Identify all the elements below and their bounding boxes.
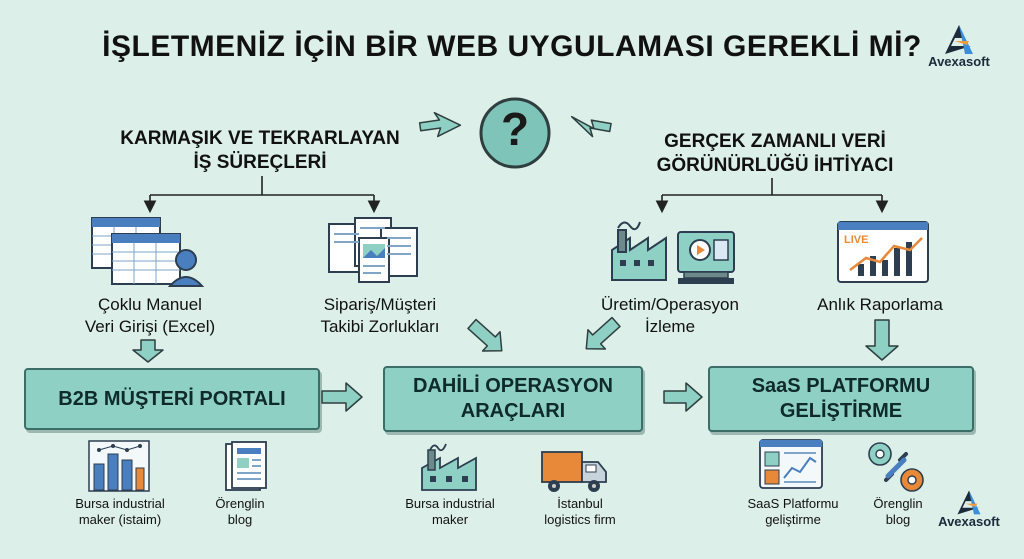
factory-icon	[421, 443, 477, 491]
arrow-right-icon	[663, 382, 703, 412]
saas-dashboard-icon	[759, 439, 823, 489]
solution-box-b2b-portal: B2B MÜŞTERİ PORTALI	[24, 368, 320, 430]
arrow-right-icon	[321, 382, 363, 412]
brand-logo: Avexasoft	[914, 22, 1004, 69]
brand-name: Avexasoft	[928, 54, 990, 69]
need-label: Anlık Raporlama	[817, 295, 943, 314]
arrow-diagonal-icon	[585, 316, 621, 350]
arrow-down-icon	[865, 319, 899, 361]
live-report-icon	[837, 221, 929, 283]
factory-monitor-icon	[611, 221, 735, 284]
avexasoft-logo-icon	[957, 490, 981, 515]
live-badge: LIVE	[844, 234, 869, 246]
arrow-down-icon	[132, 339, 164, 363]
brand-logo-footer: Avexasoft	[924, 488, 1014, 529]
truck-icon	[541, 451, 607, 492]
documents-icon	[328, 217, 418, 283]
arrow-right-icon	[570, 115, 612, 138]
question-mark: ?	[500, 103, 530, 155]
category-right: GERÇEK ZAMANLI VERİ GÖRÜNÜRLÜĞÜ İHTİYACI	[656, 131, 894, 176]
arrow-diagonal-icon	[467, 318, 503, 352]
page-title: İŞLETMENİZ İÇİN BİR WEB UYGULAMASI GEREK…	[102, 30, 922, 63]
blog-document-icon	[225, 441, 267, 491]
question-circle-icon	[479, 97, 551, 169]
arrow-left-icon	[418, 111, 462, 138]
spreadsheet-user-icon	[91, 217, 205, 287]
gears-link-icon	[868, 442, 924, 492]
city-network-icon	[88, 440, 150, 492]
category-left: KARMAŞIK VE TEKRARLAYAN İŞ SÜREÇLERİ	[120, 128, 400, 173]
avexasoft-logo-icon	[945, 25, 973, 54]
brand-name: Avexasoft	[938, 514, 1000, 529]
